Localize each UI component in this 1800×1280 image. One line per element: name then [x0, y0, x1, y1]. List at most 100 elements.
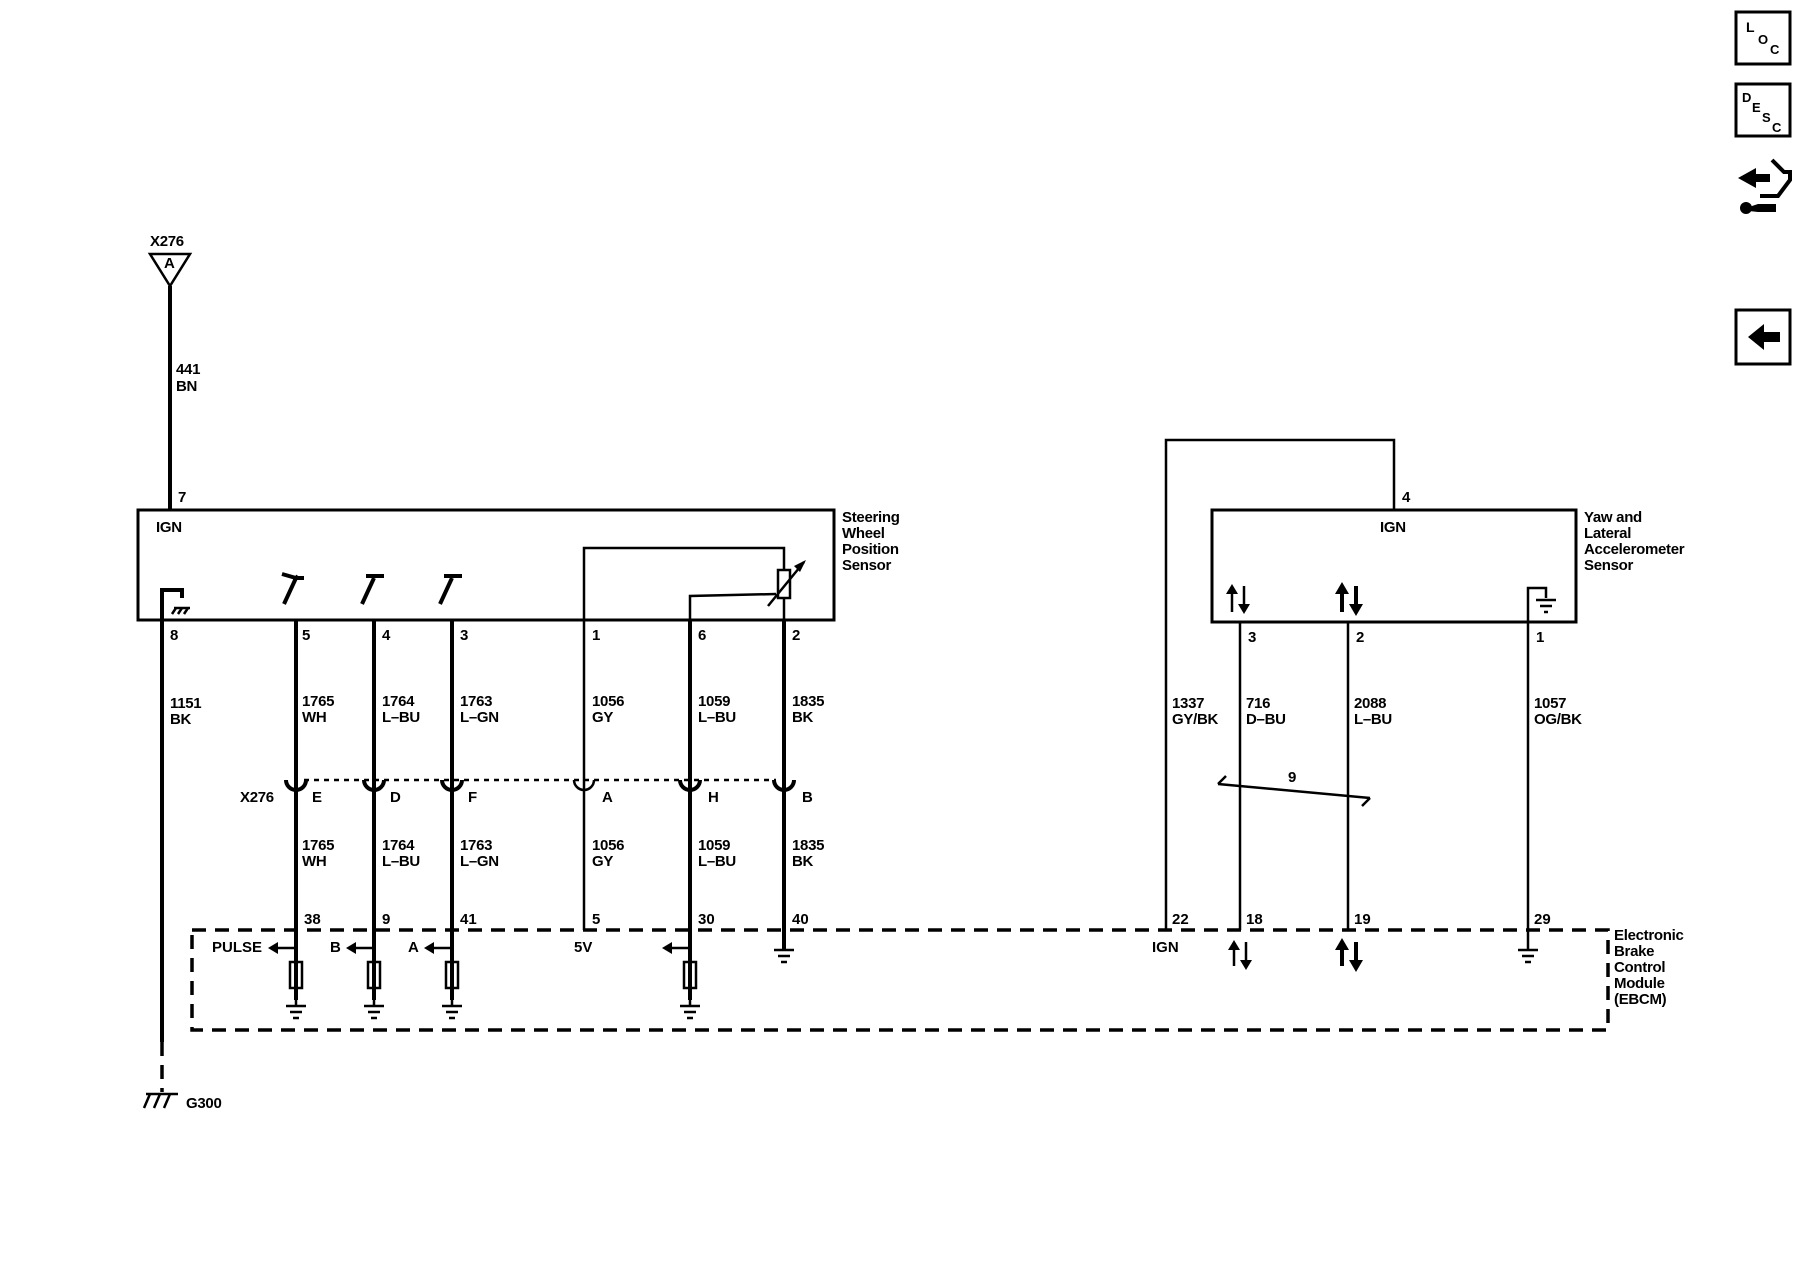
wire-color: BK [170, 711, 192, 728]
twisted-pair-icon: 9 [1217, 769, 1371, 807]
input-resistor-icon [346, 942, 384, 1020]
input-resistor-icon [662, 942, 700, 1020]
ebcm-pin: 9 [382, 911, 390, 928]
ebcm-pin: 19 [1354, 911, 1371, 928]
ground-icon [774, 948, 794, 964]
switch-icon [360, 574, 384, 605]
wire-circuit: 1763 [460, 693, 492, 710]
wire-color: BK [792, 709, 814, 726]
wire-color: GY [592, 853, 613, 870]
power-wire-pin: 7 [178, 489, 186, 506]
bidirectional-arrow-icon [1226, 584, 1250, 614]
ground-icon [1526, 586, 1556, 622]
wire-color: BK [792, 853, 814, 870]
swps-pin: 6 [698, 627, 706, 644]
power-wire-color: BN [176, 378, 197, 395]
swps-title-line: Position [842, 541, 899, 558]
twisted-pair-label: 9 [1288, 769, 1296, 786]
ebcm-title-line: Module [1614, 975, 1665, 992]
wire-circuit: 1337 [1172, 695, 1204, 712]
power-wire-circuit: 441 [176, 361, 200, 378]
swps-pin: 5 [302, 627, 310, 644]
wire-color: GY [592, 709, 613, 726]
yaw-title-line: Accelerometer [1584, 541, 1685, 558]
yaw-lateral-accelerometer-sensor: IGN Yaw and Lateral Accelerometer Sensor [1210, 508, 1685, 624]
wire-circuit: 1056 [592, 693, 624, 710]
yaw-title-line: Yaw and [1584, 509, 1642, 526]
yaw-pin: 2 [1356, 629, 1364, 646]
ebcm-pin: 41 [460, 911, 477, 928]
wire-circuit: 1765 [302, 693, 334, 710]
signal-5v-label: 5V [574, 939, 592, 956]
wire-color: GY/BK [1172, 711, 1218, 728]
inline-pin: F [468, 789, 477, 806]
yaw-title-line: Lateral [1584, 525, 1631, 542]
yaw-ign-wire [1164, 438, 1396, 930]
wire-circuit: 1057 [1534, 695, 1566, 712]
bidirectional-arrow-icon [1335, 582, 1363, 616]
wire-circuit: 1835 [792, 693, 824, 710]
swps-title-line: Wheel [842, 525, 885, 542]
description-button[interactable]: D E S C [1734, 82, 1792, 138]
wire-circuit: 1763 [460, 837, 492, 854]
loc-letter: L [1746, 19, 1755, 35]
desc-letter: E [1752, 100, 1761, 115]
wire-circuit: 1765 [302, 837, 334, 854]
loc-letter: O [1758, 32, 1768, 47]
ebcm-pin: 30 [698, 911, 715, 928]
swps-title-line: Steering [842, 509, 900, 526]
wire-color: L–BU [382, 709, 420, 726]
ground-icon [1518, 948, 1538, 964]
ebcm-title-line: Electronic [1614, 927, 1684, 944]
wire-color: WH [302, 853, 326, 870]
ebcm-pin: 29 [1534, 911, 1551, 928]
wire-color: OG/BK [1534, 711, 1582, 728]
signal-a-label: A [408, 939, 419, 956]
ebcm-title-line: Control [1614, 959, 1665, 976]
location-button[interactable]: L O C [1734, 10, 1792, 66]
ebcm-pin: 18 [1246, 911, 1263, 928]
potentiometer-icon [582, 546, 806, 620]
bidirectional-arrow-icon [1335, 938, 1363, 972]
back-button[interactable] [1734, 308, 1792, 366]
wire-color: L–BU [698, 709, 736, 726]
desc-letter: D [1742, 90, 1751, 105]
wire-circuit: 1151 [170, 695, 201, 712]
wire-color: L–GN [460, 853, 499, 870]
bidirectional-arrow-icon [1228, 940, 1252, 970]
wire-color: D–BU [1246, 711, 1286, 728]
inline-pin: H [708, 789, 719, 806]
wire-circuit: 2088 [1354, 695, 1386, 712]
internal-ground-icon [160, 588, 190, 620]
wire-circuit: 1835 [792, 837, 824, 854]
signal-b-label: B [330, 939, 341, 956]
swps-pin: 3 [460, 627, 468, 644]
switch-icon [281, 572, 304, 605]
signal-pulse-label: PULSE [212, 939, 262, 956]
inline-pin: D [390, 789, 401, 806]
steering-wheel-position-sensor: IGN Steering Wheel Position Sensor [136, 508, 900, 622]
connector-repair-icon[interactable] [1738, 158, 1792, 214]
inline-pin: A [602, 789, 613, 806]
inline-pin: B [802, 789, 813, 806]
ebcm-title-line: Brake [1614, 943, 1654, 960]
ebcm-pin: 40 [792, 911, 809, 928]
x276-inline-connector: X276 E D F A H B [240, 778, 813, 806]
wire-circuit: 1764 [382, 693, 415, 710]
swps-pin: 4 [382, 627, 391, 644]
yaw-title-line: Sensor [1584, 557, 1634, 574]
loc-letter: C [1770, 42, 1780, 57]
desc-letter: S [1762, 110, 1771, 125]
chassis-ground-icon [142, 1092, 178, 1109]
wire-color: L–BU [382, 853, 420, 870]
ebcm-pin: 38 [304, 911, 321, 928]
back-arrow-icon [1748, 324, 1780, 350]
swps-ign-label: IGN [156, 519, 182, 536]
swps-pin: 8 [170, 627, 178, 644]
input-resistor-icon [268, 942, 306, 1020]
ebcm-title-line: (EBCM) [1614, 991, 1667, 1008]
desc-letter: C [1772, 120, 1782, 135]
swps-pin: 2 [792, 627, 800, 644]
inline-pin: E [312, 789, 322, 806]
